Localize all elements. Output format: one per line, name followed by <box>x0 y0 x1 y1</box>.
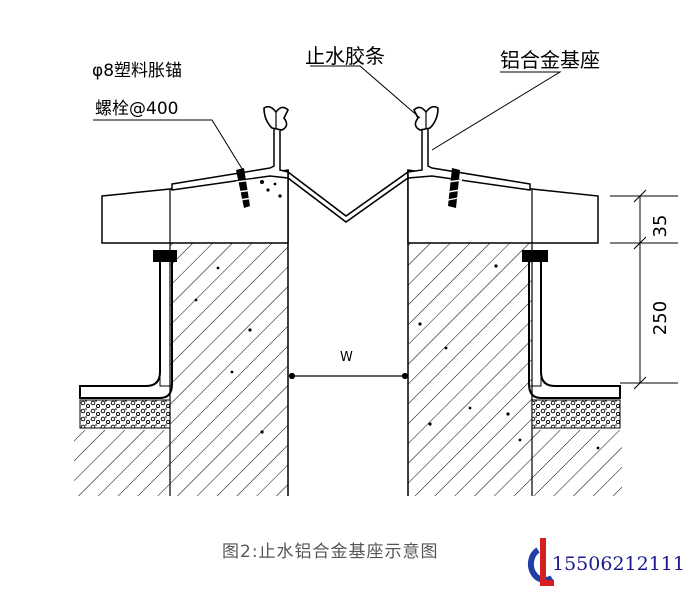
anchor-bolt-label-line2: 螺栓@400 <box>95 99 179 119</box>
gap-width-label: W <box>340 350 353 365</box>
left-waterproof-membrane <box>79 258 173 399</box>
right-waterproof-membrane <box>528 258 621 399</box>
left-structure <box>74 105 289 496</box>
left-soil-hatch <box>74 430 170 496</box>
right-structure <box>407 105 622 496</box>
right-membrane-seal <box>522 250 548 262</box>
sealing-strip-label: 止水胶条 <box>305 44 385 68</box>
left-membrane-seal <box>153 250 177 262</box>
left-aluminum-base <box>171 123 289 191</box>
rubber-sealing-strip <box>287 171 409 223</box>
right-soil-hatch <box>532 430 622 496</box>
aluminum-base-label: 铝合金基座 <box>500 48 600 72</box>
right-concrete-wall <box>408 243 532 496</box>
gap-width-dimension <box>288 372 409 380</box>
left-gravel-layer <box>79 399 171 429</box>
right-aluminum-base <box>407 123 531 191</box>
phone-number: 15506212111 <box>552 553 685 575</box>
company-logo <box>527 538 554 586</box>
dim-250-label: 250 <box>650 301 671 335</box>
dim-35-label: 35 <box>650 215 671 238</box>
leader-lines <box>93 65 562 173</box>
figure-caption: 图2:止水铝合金基座示意图 <box>222 542 439 562</box>
height-dimension-lines <box>610 189 678 390</box>
anchor-bolt-label-line1: φ8塑料胀锚 <box>92 61 183 81</box>
left-anchor-bolt <box>236 168 250 208</box>
right-gravel-layer <box>531 399 621 429</box>
left-concrete-wall <box>170 243 288 496</box>
